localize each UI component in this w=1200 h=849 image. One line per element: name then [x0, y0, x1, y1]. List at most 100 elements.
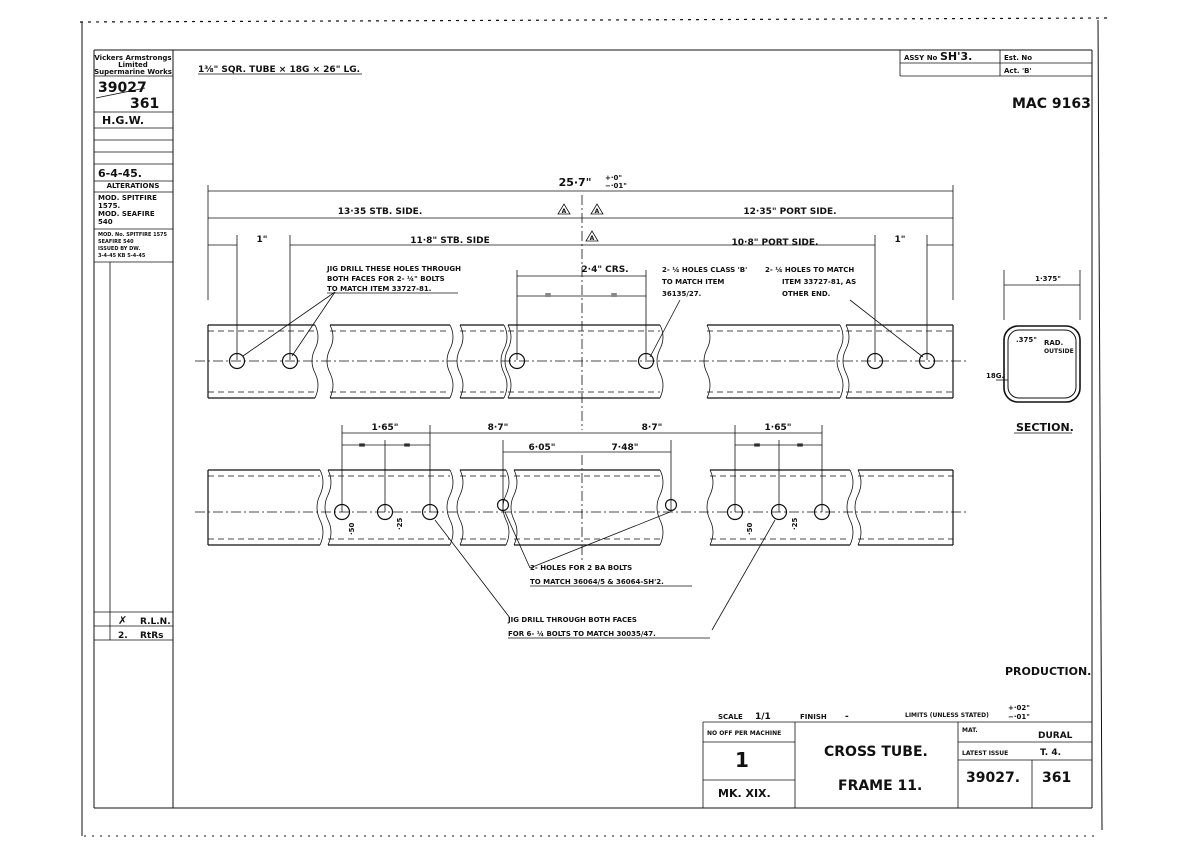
- section-radius-value: .375": [1016, 336, 1037, 344]
- dim-165-left: 1·65": [372, 423, 399, 433]
- section-label: SECTION.: [1016, 421, 1074, 434]
- match-line-3: OTHER END.: [782, 290, 830, 298]
- equal-4: =: [403, 441, 411, 451]
- alteration-2-line-4: 3-4-45 KB 5-4-45: [98, 253, 146, 259]
- jig-note-2-line-2: FOR 6- ¼ BOLTS TO MATCH 30035/47.: [508, 630, 656, 638]
- alterations-label: ALTERATIONS: [107, 182, 160, 190]
- equal-2: =: [610, 291, 618, 301]
- stb-holes-dim: 11·8" STB. SIDE: [410, 236, 490, 246]
- sidebar-info-block: Vickers Armstrongs Limited Supermarine W…: [94, 54, 173, 641]
- jig-note-1-line-3: TO MATCH ITEM 33727-81.: [327, 285, 431, 293]
- ref-mark-3: A: [590, 235, 595, 242]
- company-line-1: Vickers Armstrongs: [94, 54, 171, 62]
- dim-50-right: ·50: [746, 522, 754, 535]
- sig-row-1: R.L.N.: [140, 617, 171, 627]
- drawing-date: 6-4-45.: [98, 167, 142, 180]
- finish-value: -: [845, 712, 849, 722]
- header-block: 1⅜" SQR. TUBE × 18G × 26" LG. ASSY No SH…: [198, 50, 1092, 112]
- equal-5: =: [753, 441, 761, 451]
- jig-note-1-line-2: BOTH FACES FOR 2- ¼" BOLTS: [327, 275, 445, 283]
- material-spec: 1⅜" SQR. TUBE × 18G × 26" LG.: [198, 65, 360, 75]
- sheet-border: [79, 17, 1111, 837]
- stb-side-dim: 13·35 STB. SIDE.: [338, 207, 423, 217]
- est-label: Est. No: [1004, 54, 1032, 62]
- sig-mark-2: 2.: [118, 631, 128, 641]
- overall-tol-plus: +·0": [605, 174, 622, 182]
- overall-tol-minus: −·01": [605, 182, 627, 190]
- top-dimensions: 25·7" +·0" −·01" 13·35 STB. SIDE. 12·35"…: [207, 174, 954, 430]
- title-block: PRODUCTION. SCALE 1/1 FINISH - LIMITS (U…: [702, 665, 1092, 808]
- bottom-tube-view: ·50 ·25 ·50 ·25: [195, 455, 968, 560]
- alteration-2-line-2: SEAFIRE 540: [98, 239, 134, 245]
- class-b-line-3: 36135/27.: [662, 290, 701, 298]
- dim-87-left: 8·7": [488, 423, 509, 433]
- alteration-1-line-3: MOD. SEAFIRE: [98, 210, 155, 218]
- dim-748: 7·48": [612, 443, 639, 453]
- limits-minus: −·01": [1008, 713, 1030, 721]
- alteration-1-line-1: MOD. SPITFIRE: [98, 194, 157, 202]
- jig-note-1-line-1: JIG DRILL THESE HOLES THROUGH: [326, 265, 461, 273]
- equal-6: =: [796, 441, 804, 451]
- company-line-2: Limited: [118, 61, 148, 69]
- issue-label: LATEST ISSUE: [962, 750, 1008, 757]
- equal-1: =: [544, 291, 552, 301]
- limits-plus: +·02": [1008, 704, 1030, 712]
- title-sheet-no: 361: [1042, 770, 1071, 786]
- note-2ba-line-2: TO MATCH 36064/5 & 36064-SH'2.: [530, 578, 664, 586]
- top-tube-view: [195, 324, 968, 399]
- assy-label: ASSY No: [904, 54, 938, 62]
- match-line-1: 2- ¼ HOLES TO MATCH: [765, 266, 854, 274]
- dim-605: 6·05": [529, 443, 556, 453]
- alteration-2-line-1: MOD. No. SPITFIRE 1575: [98, 232, 168, 238]
- qty-value: 1: [735, 748, 749, 772]
- note-2ba-line-1: 2- HOLES FOR 2 BA BOLTS: [530, 564, 632, 572]
- dim-25-left: ·25: [396, 517, 404, 530]
- sidebar-sheet-no: 361: [130, 96, 159, 112]
- section-gauge: 18G.: [986, 372, 1004, 380]
- finish-label: FINISH: [800, 713, 827, 721]
- one-inch-left: 1": [257, 235, 268, 245]
- notes-top: JIG DRILL THESE HOLES THROUGH BOTH FACES…: [242, 265, 924, 358]
- dim-50-left: ·50: [348, 522, 356, 535]
- crs-dim: 2·4" CRS.: [581, 265, 628, 275]
- production-label: PRODUCTION.: [1005, 665, 1091, 678]
- company-line-3: Supermarine Works: [94, 68, 172, 76]
- material-value: DURAL: [1038, 731, 1073, 741]
- scale-value: 1/1: [755, 712, 771, 722]
- assy-value: SH'3.: [940, 50, 972, 63]
- scale-label: SCALE: [718, 713, 743, 721]
- equal-3: =: [358, 441, 366, 451]
- notes-bottom: 2- HOLES FOR 2 BA BOLTS TO MATCH 36064/5…: [434, 511, 776, 639]
- title-drawing-no: 39027.: [966, 770, 1020, 786]
- material-label: MAT.: [962, 727, 978, 734]
- sig-mark-1: ✗: [118, 614, 127, 627]
- bottom-dimensions: 1·65" 8·7" 8·7" 1·65" = = = = 6·05" 7·48…: [341, 423, 823, 512]
- jig-note-2-line-1: JIG DRILL THROUGH BOTH FACES: [507, 616, 637, 624]
- sig-row-2: RtRs: [140, 631, 164, 641]
- port-holes-dim: 10·8" PORT SIDE.: [732, 238, 819, 248]
- class-b-line-2: TO MATCH ITEM: [662, 278, 724, 286]
- port-side-dim: 12·35" PORT SIDE.: [743, 207, 836, 217]
- section-view: 1·375" .375" RAD. OUTSIDE 18G. SECTION.: [986, 270, 1081, 434]
- issue-value: T. 4.: [1040, 748, 1061, 758]
- overall-length: 25·7": [559, 176, 592, 189]
- mac-number: MAC 9163: [1012, 96, 1091, 112]
- match-line-2: ITEM 33727-81, AS: [782, 278, 856, 286]
- dim-25-right: ·25: [791, 517, 799, 530]
- title-line-1: CROSS TUBE.: [824, 744, 928, 760]
- ref-mark-2: A: [595, 208, 600, 215]
- one-inch-right: 1": [895, 235, 906, 245]
- dim-87-right: 8·7": [642, 423, 663, 433]
- section-radius-outside: OUTSIDE: [1044, 348, 1074, 355]
- title-line-2: FRAME 11.: [838, 778, 922, 794]
- alteration-1-line-4: 540: [98, 218, 113, 226]
- dim-165-right: 1·65": [765, 423, 792, 433]
- alteration-2-line-3: ISSUED BY DW.: [98, 246, 140, 252]
- drawn-by: H.G.W.: [102, 114, 144, 127]
- act-label: Act. 'B': [1004, 67, 1032, 75]
- section-width: 1·375": [1035, 275, 1061, 283]
- alteration-1-line-2: 1575.: [98, 202, 120, 210]
- section-radius-label: RAD.: [1044, 339, 1063, 347]
- ref-mark-1: A: [562, 208, 567, 215]
